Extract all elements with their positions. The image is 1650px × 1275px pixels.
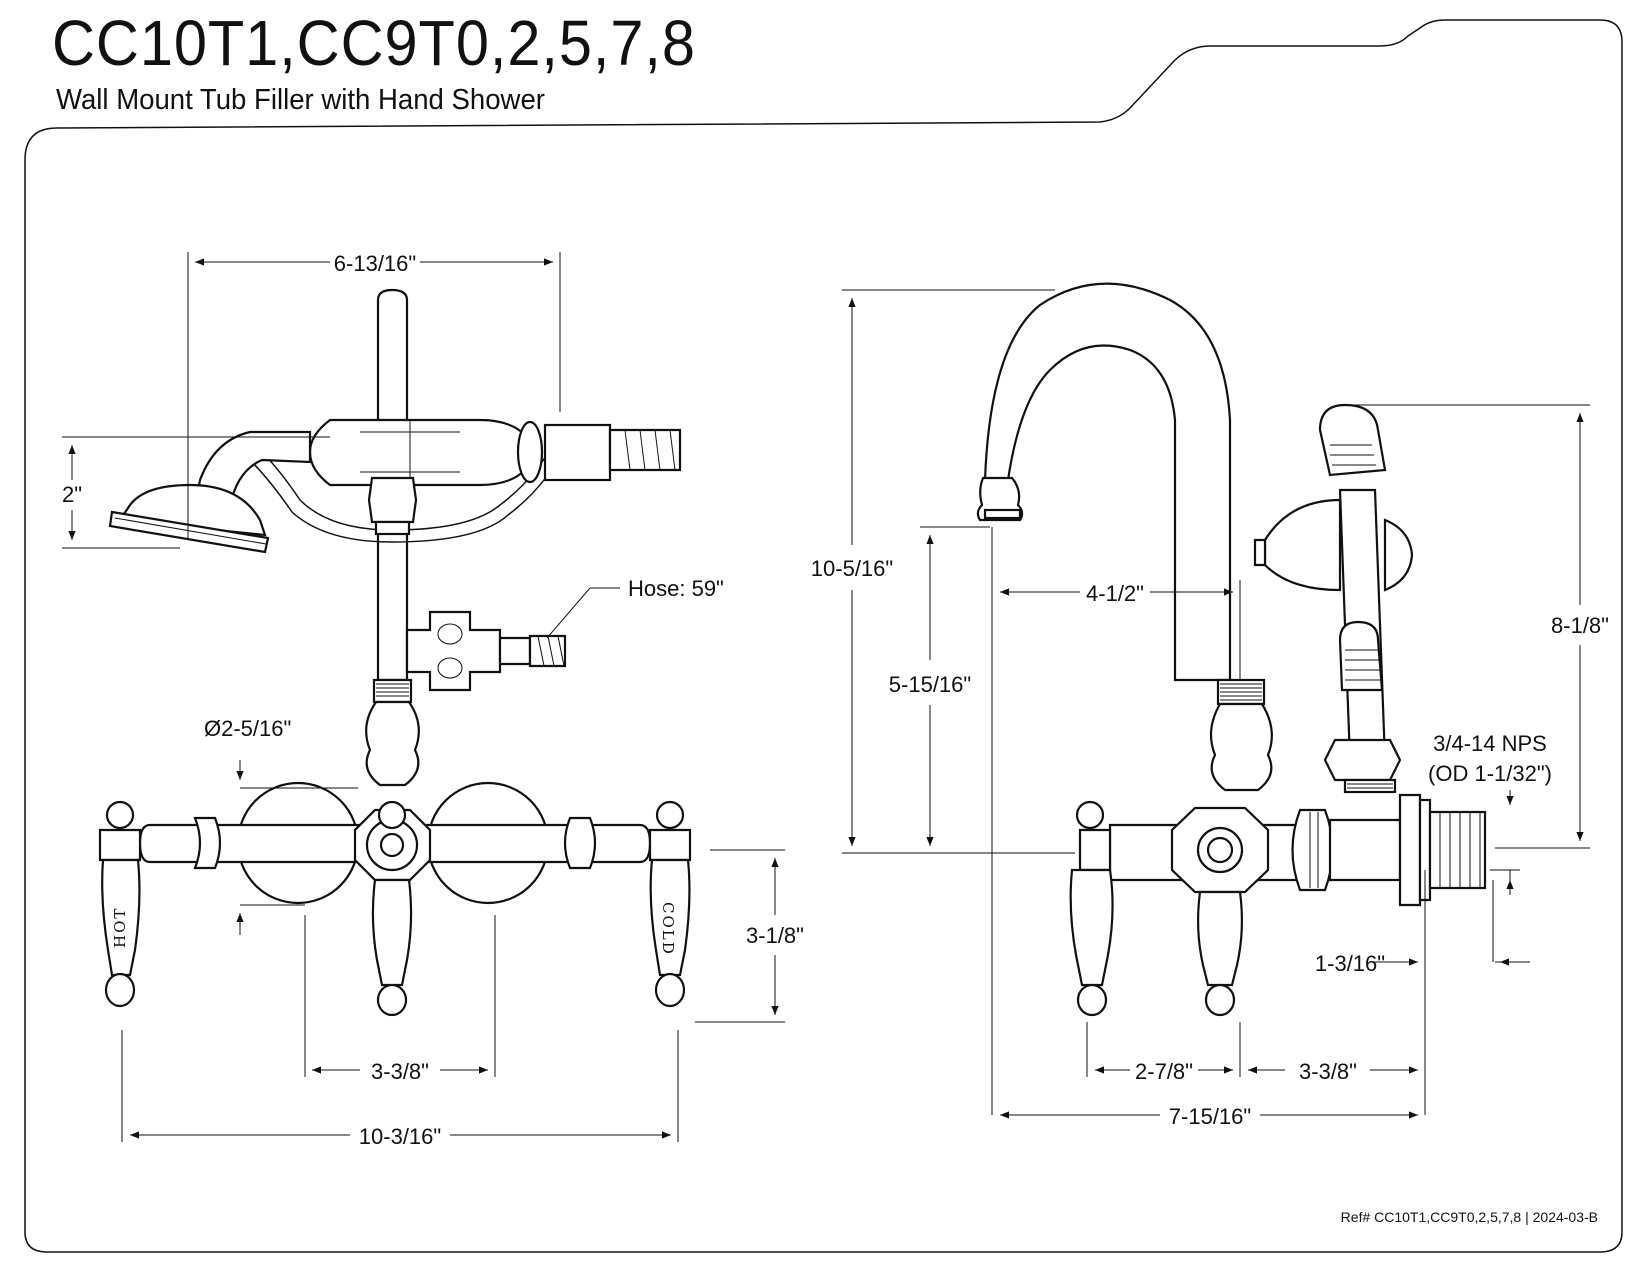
body-neck <box>365 700 420 787</box>
dim-overall-width: 10-3/16" <box>359 1124 441 1149</box>
dim-inlet-length: 1-3/16" <box>1315 951 1385 976</box>
dim-top-width: 6-13/16" <box>334 251 416 276</box>
side-view: 10-5/16" 5-15/16" 4-1/2" 8-1/8" 3/4-14 N… <box>811 282 1609 1129</box>
dim-cradle-height: 8-1/8" <box>1551 613 1609 638</box>
hose-label: Hose: 59" <box>628 576 724 601</box>
gooseneck-spout <box>983 282 1232 682</box>
hot-handle <box>101 858 141 977</box>
hose-connector <box>405 610 502 692</box>
thread-spec-line2: (OD 1-1/32") <box>1428 761 1552 786</box>
page-subtitle: Wall Mount Tub Filler with Hand Shower <box>56 84 545 116</box>
cold-label: COLD <box>659 902 677 956</box>
threaded-inlet <box>1428 810 1487 890</box>
dim-handle-height: 3-1/8" <box>746 923 804 948</box>
dim-spout-reach: 4-1/2" <box>1086 581 1144 606</box>
dim-flange-diameter: Ø2-5/16" <box>204 716 291 741</box>
center-handle <box>371 878 413 987</box>
dim-handshower-height: 2" <box>62 482 82 507</box>
thread-spec-line1: 3/4-14 NPS <box>1433 731 1547 756</box>
reference-number: Ref# CC10T1,CC9T0,2,5,7,8 | 2024-03-B <box>1341 1209 1598 1225</box>
cradle-top-hook <box>1318 403 1387 477</box>
dim-spout-height: 5-15/16" <box>889 672 971 697</box>
hot-label: HOT <box>111 907 129 948</box>
front-view: HOT COLD 6-13/16" 2" Hose: 59" Ø2-5/16" <box>62 251 804 1149</box>
page-title: CC10T1,CC9T0,2,5,7,8 <box>52 7 696 79</box>
page-frame-border <box>24 19 1623 1253</box>
hand-shower-body <box>308 418 527 487</box>
dim-overall-depth: 7-15/16" <box>1169 1104 1251 1129</box>
side-hand-shower-head <box>1263 498 1342 592</box>
dim-overall-height: 10-5/16" <box>811 556 893 581</box>
dim-inlet-spacing: 3-3/8" <box>371 1059 429 1084</box>
dim-handle-offset: 2-7/8" <box>1135 1059 1193 1084</box>
dim-body-offset: 3-3/8" <box>1299 1059 1357 1084</box>
cold-handle <box>649 858 691 977</box>
